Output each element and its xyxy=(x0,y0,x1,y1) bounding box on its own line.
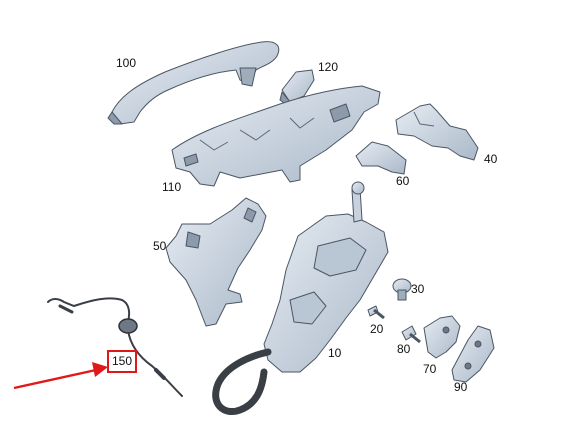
label-part-110: 110 xyxy=(162,180,182,194)
part-150-release-cable xyxy=(47,297,183,397)
label-part-80: 80 xyxy=(397,342,411,356)
part-110-carrier-bracket xyxy=(171,85,381,187)
label-part-20: 20 xyxy=(370,322,384,336)
label-part-150: 150 xyxy=(112,354,133,368)
label-part-70: 70 xyxy=(423,362,437,376)
part-50-mounting-bracket xyxy=(165,197,267,327)
part-90-striker-base xyxy=(451,325,495,383)
actuator-cable xyxy=(212,348,272,415)
label-part-50: 50 xyxy=(153,239,167,253)
highlight-box-150 xyxy=(107,350,137,373)
label-part-60: 60 xyxy=(396,174,410,188)
label-part-120: 120 xyxy=(318,60,339,74)
highlight-arrow xyxy=(13,362,108,390)
part-40-reinforcement-bracket xyxy=(395,103,479,161)
part-80-screw xyxy=(401,325,421,344)
label-part-40: 40 xyxy=(484,152,498,166)
label-part-90: 90 xyxy=(454,380,468,394)
label-part-30: 30 xyxy=(411,282,425,296)
label-part-10: 10 xyxy=(328,346,342,360)
label-part-100: 100 xyxy=(116,56,137,70)
part-60-small-bracket xyxy=(355,141,407,175)
part-20-bolt xyxy=(367,305,385,320)
part-10-lock-actuator xyxy=(263,181,389,373)
part-100-door-handle xyxy=(107,41,280,125)
part-70-striker-plate xyxy=(423,315,461,359)
part-30-screw xyxy=(392,278,412,301)
